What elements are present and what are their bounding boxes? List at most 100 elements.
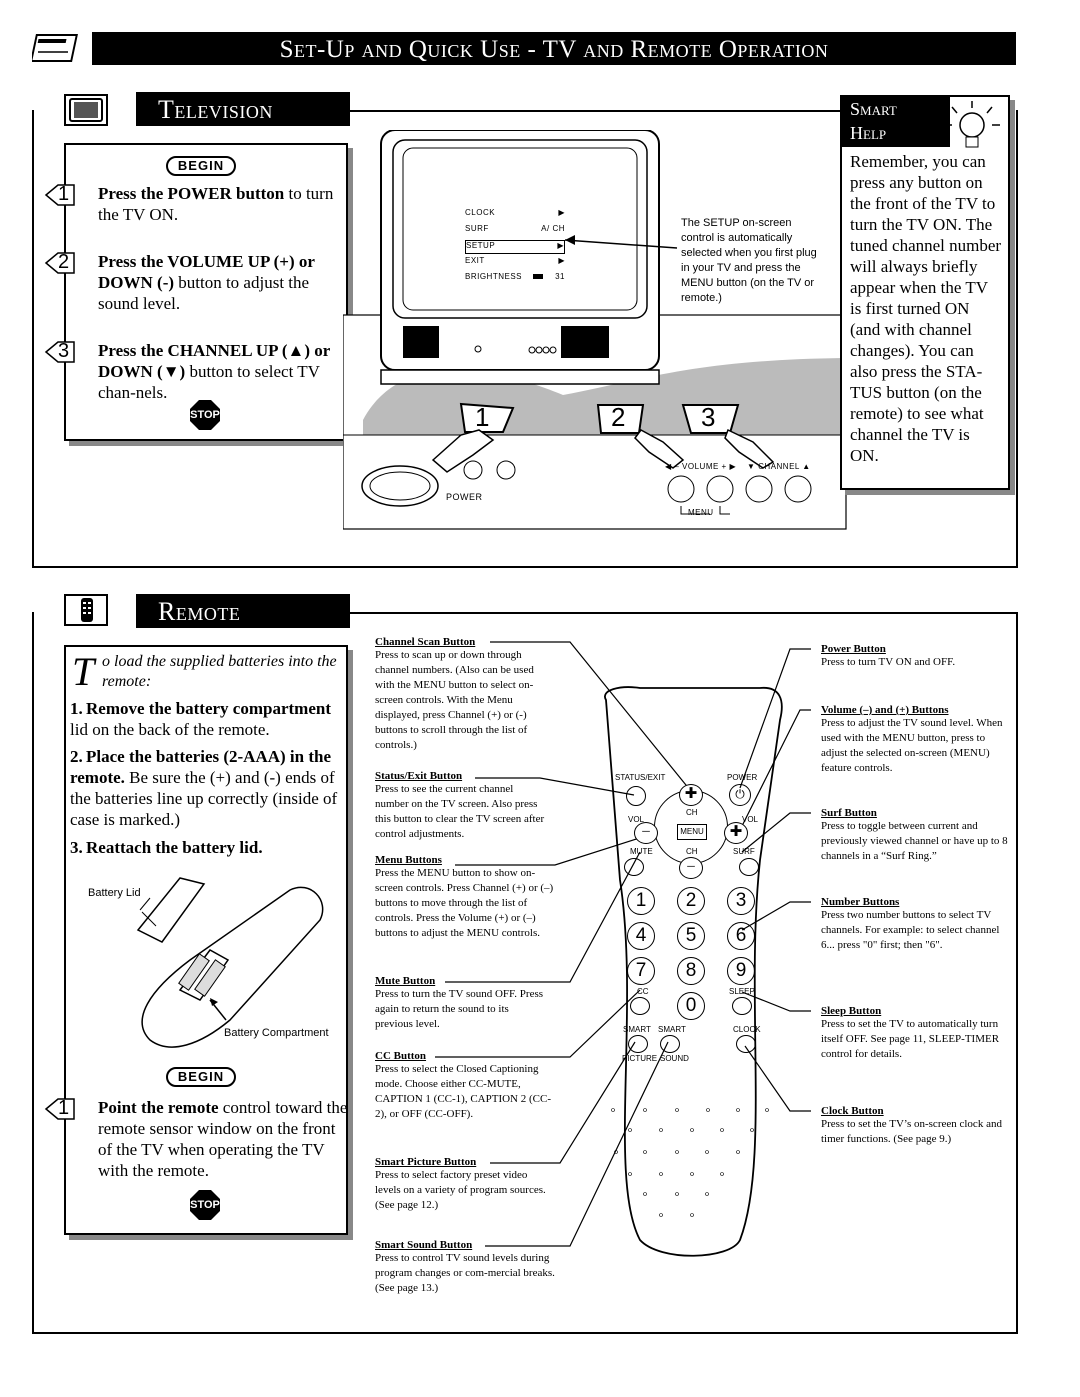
number-button-3[interactable]: 3 — [727, 887, 755, 915]
remote-panel — [32, 612, 1018, 1334]
battery-step-2: 2.Place the batteries (2-AAA) in the rem… — [70, 747, 338, 829]
annotation-clock: Clock Button Press to set the TV’s on-sc… — [821, 1105, 1002, 1145]
cc-label: CC — [637, 987, 649, 996]
brightness-bar — [533, 274, 543, 279]
clock-label: CLOCK — [733, 1025, 761, 1034]
step-arrow-icon — [44, 341, 75, 363]
number-button-0[interactable]: 0 — [677, 992, 705, 1020]
tv-steps-box — [64, 143, 348, 441]
annotation-status-exit: Status/Exit Button Press to see the curr… — [375, 770, 545, 840]
surf-label: SURF — [733, 847, 755, 856]
battery-lid-label: Battery Lid — [88, 887, 141, 899]
annotation-volume: Volume (–) and (+) Buttons Press to adju… — [821, 704, 1003, 774]
smart-help-text: Remember, you can press any button on th… — [850, 152, 1002, 465]
number-button-5[interactable]: 5 — [677, 922, 705, 950]
volume-down-button[interactable]: – — [634, 822, 658, 844]
minus-icon: – — [642, 823, 650, 839]
smart-sound-button[interactable] — [660, 1035, 680, 1053]
volume-label: ◀ – VOLUME + ▶ — [665, 462, 737, 471]
power-key-label: POWER — [727, 773, 758, 782]
annotation-mute: Mute Button Press to turn the TV sound O… — [375, 975, 544, 1030]
ch-label: CH — [686, 808, 698, 817]
channel-label: ▼ CHANNEL ▲ — [747, 462, 811, 471]
stop-sign-icon: STOP — [190, 1190, 220, 1220]
stop-sign-icon: STOP — [190, 400, 220, 430]
channel-down-button[interactable]: – — [679, 857, 703, 879]
step-arrow-icon — [44, 184, 75, 206]
channel-up-button[interactable]: ✚ — [679, 784, 703, 806]
smart-label-2: SMART — [658, 1025, 686, 1034]
smart-help-title: Smart Help — [842, 97, 950, 147]
sleep-button[interactable] — [732, 997, 752, 1015]
minus-icon: – — [687, 858, 695, 874]
remote-panel-top-line — [350, 612, 1018, 614]
mute-label: MUTE — [630, 847, 653, 856]
battery-compartment-label: Battery Compartment — [224, 1027, 329, 1039]
menu-label: MENU — [688, 508, 714, 517]
vol-left-label: VOL — [628, 815, 645, 824]
page-title: Set-Up and Quick Use - TV and Remote Ope… — [92, 32, 1016, 65]
sound-label: SOUND — [660, 1054, 689, 1063]
power-button[interactable]: ⏻ — [729, 784, 751, 806]
television-title: Television — [136, 92, 350, 126]
step-arrow-icon — [44, 1098, 75, 1120]
battery-illustration: Battery Lid Battery Compartment — [80, 870, 340, 1050]
callout-1: 1 — [475, 402, 490, 432]
annotation-sleep: Sleep Button Press to set the TV to auto… — [821, 1005, 1000, 1060]
number-button-9[interactable]: 9 — [727, 957, 755, 985]
status-exit-label: STATUS/EXIT — [615, 773, 666, 782]
number-button-2[interactable]: 2 — [677, 887, 705, 915]
plus-icon: ✚ — [684, 786, 698, 802]
annotation-cc: CC Button Press to select the Closed Cap… — [375, 1050, 551, 1120]
callout-3: 3 — [701, 402, 716, 432]
number-button-6[interactable]: 6 — [727, 922, 755, 950]
menu-item-clock: CLOCK▶ — [465, 208, 565, 217]
annotation-power: Power Button Press to turn TV ON and OFF… — [821, 643, 956, 668]
sleep-label: SLEEP — [729, 987, 755, 996]
menu-button[interactable]: MENU — [677, 824, 707, 840]
begin-badge-remote: BEGIN — [166, 1067, 236, 1087]
plus-icon: ✚ — [729, 824, 743, 840]
television-panel-top-line — [350, 110, 840, 112]
setup-note: The SETUP on-screen control is automatic… — [681, 217, 817, 304]
television-panel — [32, 110, 1018, 568]
menu-item-exit: EXIT▶ — [465, 256, 565, 265]
status-exit-button[interactable] — [626, 786, 646, 806]
callout-2: 2 — [611, 402, 626, 432]
annotation-surf: Surf Button Press to toggle between curr… — [821, 807, 1008, 862]
picture-label: PICTURE — [622, 1054, 658, 1063]
page-icon — [30, 32, 87, 64]
remote-icon — [64, 594, 108, 626]
number-button-4[interactable]: 4 — [627, 922, 655, 950]
surf-button[interactable] — [739, 858, 759, 876]
number-button-7[interactable]: 7 — [627, 957, 655, 985]
number-button-1[interactable]: 1 — [627, 887, 655, 915]
light-bulb-icon — [944, 101, 1000, 148]
battery-step-3: 3.Reattach the battery lid. — [70, 838, 263, 857]
step-arrow-icon — [44, 252, 75, 274]
clock-button[interactable] — [736, 1035, 756, 1053]
mute-button[interactable] — [624, 858, 644, 876]
annotation-menu-buttons: Menu Buttons Press the MENU button to sh… — [375, 854, 554, 939]
smart-help-box: Smart Help Remember, you can press any b… — [840, 95, 1010, 490]
annotation-channel-scan: Channel Scan Button Press to scan up or … — [375, 636, 534, 751]
smart-label-1: SMART — [623, 1025, 651, 1034]
smart-picture-button[interactable] — [628, 1035, 648, 1053]
number-button-8[interactable]: 8 — [677, 957, 705, 985]
annotation-number: Number Buttons Press two number buttons … — [821, 896, 1000, 951]
power-icon: ⏻ — [735, 787, 745, 801]
remote-title: Remote — [136, 594, 350, 628]
annotation-smart-picture: Smart Picture Button Press to select fac… — [375, 1156, 546, 1211]
annotation-smart-sound: Smart Sound Button Press to control TV s… — [375, 1239, 555, 1294]
cc-button[interactable] — [630, 997, 650, 1015]
volume-up-button[interactable]: ✚ — [724, 822, 748, 844]
begin-badge: BEGIN — [166, 156, 236, 176]
battery-step-1: 1.Remove the battery compartment lid on … — [70, 699, 331, 739]
vol-right-label: VOL — [742, 815, 759, 824]
power-label: POWER — [446, 492, 483, 502]
